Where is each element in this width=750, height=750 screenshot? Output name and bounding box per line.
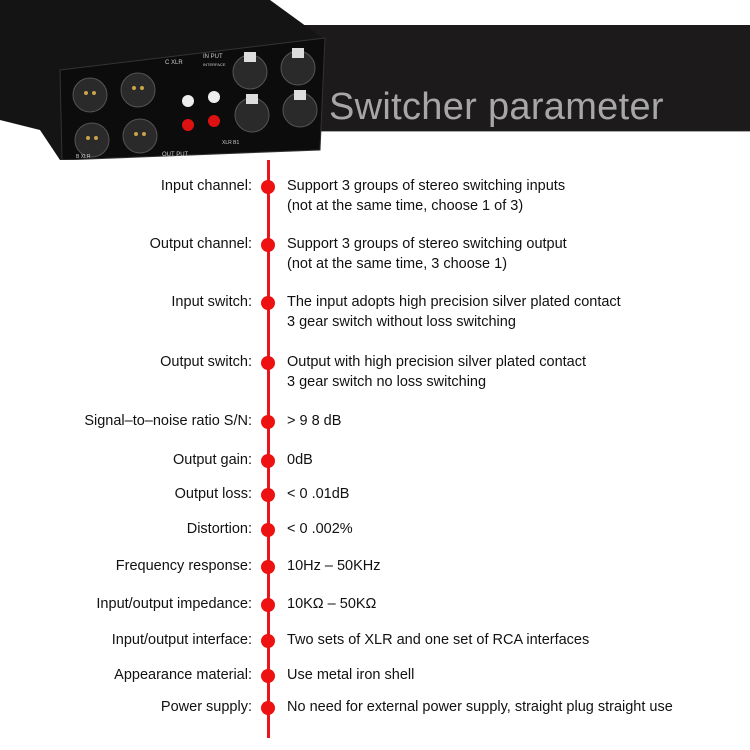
bullet-dot-icon <box>261 523 275 537</box>
param-label: Signal–to–noise ratio S/N: <box>84 413 252 429</box>
bullet-dot-icon <box>261 356 275 370</box>
param-label: Power supply: <box>160 699 252 715</box>
param-value-line: No need for external power supply, strai… <box>287 699 673 715</box>
switcher-device-photo: C XLR IN PUT INTERFACE OUT PUT B XLR XLR… <box>0 0 326 160</box>
param-value-line: 3 gear switch without loss switching <box>287 314 516 330</box>
param-label: Output channel: <box>149 236 252 252</box>
param-value-line: < 0 .002% <box>287 521 353 537</box>
device-label: B XLR <box>76 154 91 160</box>
param-label: Input/output interface: <box>111 632 252 648</box>
bullet-dot-icon <box>261 180 275 194</box>
bullet-dot-icon <box>261 415 275 429</box>
param-label: Frequency response: <box>115 558 252 574</box>
param-value: Use metal iron shell <box>287 665 414 685</box>
page-title: Switcher parameter <box>329 86 664 128</box>
bullet-dot-icon <box>261 488 275 502</box>
param-value: Support 3 groups of stereo switching out… <box>287 234 567 274</box>
param-label: Input channel: <box>160 178 252 194</box>
device-label: C XLR <box>165 60 183 66</box>
param-value: 10Hz – 50KHz <box>287 556 381 576</box>
bullet-dot-icon <box>261 560 275 574</box>
param-value: 10KΩ – 50KΩ <box>287 594 376 614</box>
param-value-line: Output with high precision silver plated… <box>287 354 587 370</box>
device-label: OUT PUT <box>162 152 189 158</box>
param-label: Output loss: <box>174 486 252 502</box>
param-value-line: > 9 8 dB <box>287 413 342 429</box>
device-label: XLR B1 <box>222 140 239 146</box>
param-value-line: 3 gear switch no loss switching <box>287 374 487 390</box>
param-value: < 0 .002% <box>287 519 353 539</box>
param-label: Output gain: <box>173 452 252 468</box>
bullet-dot-icon <box>261 634 275 648</box>
param-value-line: Support 3 groups of stereo switching out… <box>287 236 567 252</box>
param-label: Output switch: <box>160 354 252 370</box>
param-label: Input switch: <box>171 294 252 310</box>
param-value-line: 10Hz – 50KHz <box>287 558 381 574</box>
param-value-line: 0dB <box>287 452 313 468</box>
bullet-dot-icon <box>261 296 275 310</box>
param-value: Support 3 groups of stereo switching inp… <box>287 176 565 216</box>
param-value-line: Two sets of XLR and one set of RCA inter… <box>287 632 590 648</box>
param-value-line: (not at the same time, 3 choose 1) <box>287 256 508 272</box>
timeline-line <box>267 160 270 738</box>
device-label: INTERFACE <box>203 62 226 67</box>
param-label: Input/output impedance: <box>96 596 252 612</box>
param-value: Output with high precision silver plated… <box>287 352 586 392</box>
device-label: IN PUT <box>203 54 223 60</box>
bullet-dot-icon <box>261 598 275 612</box>
bullet-dot-icon <box>261 454 275 468</box>
param-value: The input adopts high precision silver p… <box>287 292 621 332</box>
bullet-dot-icon <box>261 701 275 715</box>
bullet-dot-icon <box>261 238 275 252</box>
param-value: No need for external power supply, strai… <box>287 697 673 717</box>
param-value-line: Support 3 groups of stereo switching inp… <box>287 178 566 194</box>
param-value: 0dB <box>287 450 313 470</box>
bullet-dot-icon <box>261 669 275 683</box>
param-label: Distortion: <box>186 521 252 537</box>
param-value-line: Use metal iron shell <box>287 667 415 683</box>
param-label: Appearance material: <box>114 667 252 683</box>
param-value-line: (not at the same time, choose 1 of 3) <box>287 198 524 214</box>
param-value: Two sets of XLR and one set of RCA inter… <box>287 630 589 650</box>
param-value: > 9 8 dB <box>287 411 341 431</box>
param-value-line: < 0 .01dB <box>287 486 350 502</box>
param-value: < 0 .01dB <box>287 484 349 504</box>
param-value-line: 10KΩ – 50KΩ <box>287 596 377 612</box>
param-value-line: The input adopts high precision silver p… <box>287 294 621 310</box>
